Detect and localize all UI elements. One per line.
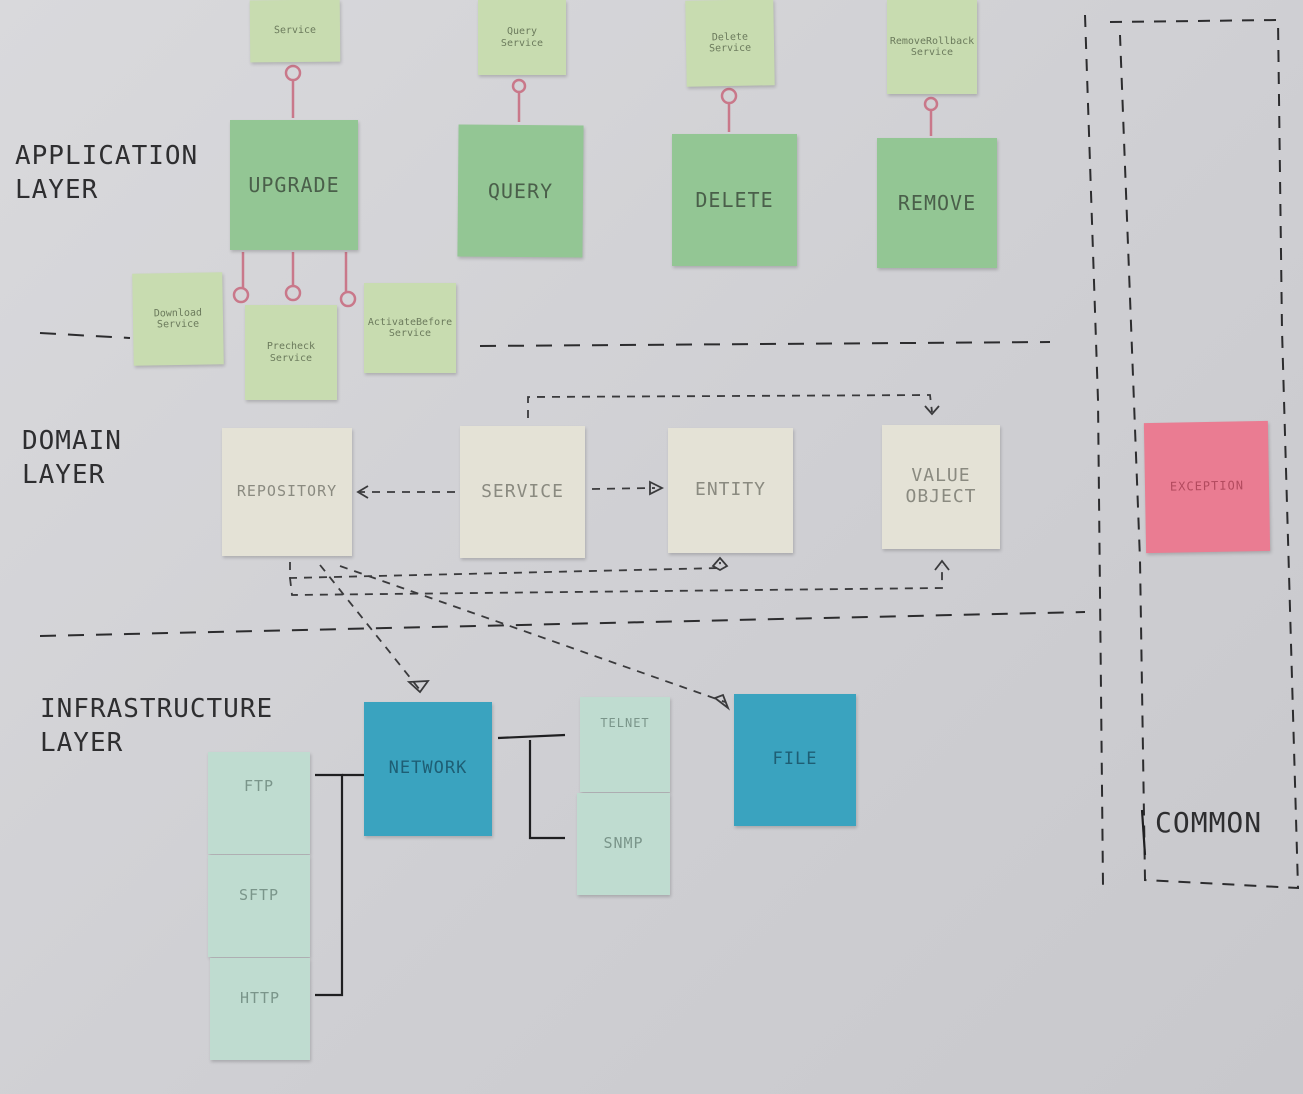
exception-note: EXCEPTION [1143,420,1271,554]
divider-app-domain-right [479,341,1051,347]
common-label: COMMON [1155,806,1263,839]
http-note: HTTP [210,958,310,1060]
socket-query-service [511,78,527,94]
divider-domain-infra [39,611,1086,637]
bracket-common-divider [1140,809,1147,856]
delete-note: DELETE [672,134,797,266]
precheck-service-note: Precheck Service [245,305,337,400]
arrow-repository-to-value-object [289,565,943,596]
arrowhead-value-object-top [924,405,940,416]
service-connectors [232,64,939,308]
activate-service-note: ActivateBefore Service [364,283,456,373]
socket-download-service [232,286,250,304]
socket-precheck-service [284,284,302,302]
arrow-heads [356,405,950,711]
arrowhead-repository [356,485,369,499]
common-boxes [1084,14,1300,890]
delete-service-note: Delete Service [685,0,775,87]
arrow-service-to-entity [591,487,656,490]
value-object-note: VALUE OBJECT [882,425,1000,549]
upgrade-service-note: Service [249,0,341,63]
socket-delete-service [720,87,738,105]
socket-activate-service [339,290,357,308]
network-note: NETWORK [364,702,492,836]
domain-layer-label: DOMAIN LAYER [22,426,122,490]
arrowhead-network [406,680,430,694]
bracket-network-to-telnet [497,733,566,740]
query-service-note: Query Service [478,0,566,75]
bracket-protocols-to-network [315,773,344,997]
arrow-repository-to-file [339,565,726,703]
arrowhead-entity-bottom [711,556,729,572]
application-layer-label: APPLICATION LAYER [15,141,199,205]
socket-remove-service [923,96,939,112]
bracket-telnet-snmp [528,740,565,840]
infrastructure-layer-label: INFRASTRUCTURE LAYER [40,694,274,758]
repository-note: REPOSITORY [222,428,352,556]
ftp-note: FTP [208,752,310,854]
domain-service-note: SERVICE [460,426,585,558]
snmp-note: SNMP [577,793,670,895]
common-outer-border [1084,14,1104,886]
remove-service-note: RemoveRollback Service [887,0,977,94]
upgrade-note: UPGRADE [230,120,358,250]
divider-app-domain-left [39,332,131,339]
sftp-note: SFTP [208,855,310,957]
arrowhead-value-object-bottom [934,559,950,571]
download-service-note: Download Service [132,272,224,366]
query-note: QUERY [457,124,584,258]
common-inner-border [1109,18,1300,890]
remove-note: REMOVE [877,138,997,268]
telnet-note: TELNET [580,697,670,792]
file-note: FILE [734,694,856,826]
arrow-repository-to-network [319,564,421,691]
arrowhead-entity [649,480,665,496]
socket-upgrade-service [284,64,302,82]
arrow-service-to-value-object [527,394,933,418]
layer-dividers [39,332,1086,637]
domain-dependencies [289,394,943,703]
infrastructure-brackets [315,733,1147,997]
arrowhead-file [713,693,730,711]
entity-note: ENTITY [668,428,793,553]
arrow-repository-to-entity [289,562,721,579]
